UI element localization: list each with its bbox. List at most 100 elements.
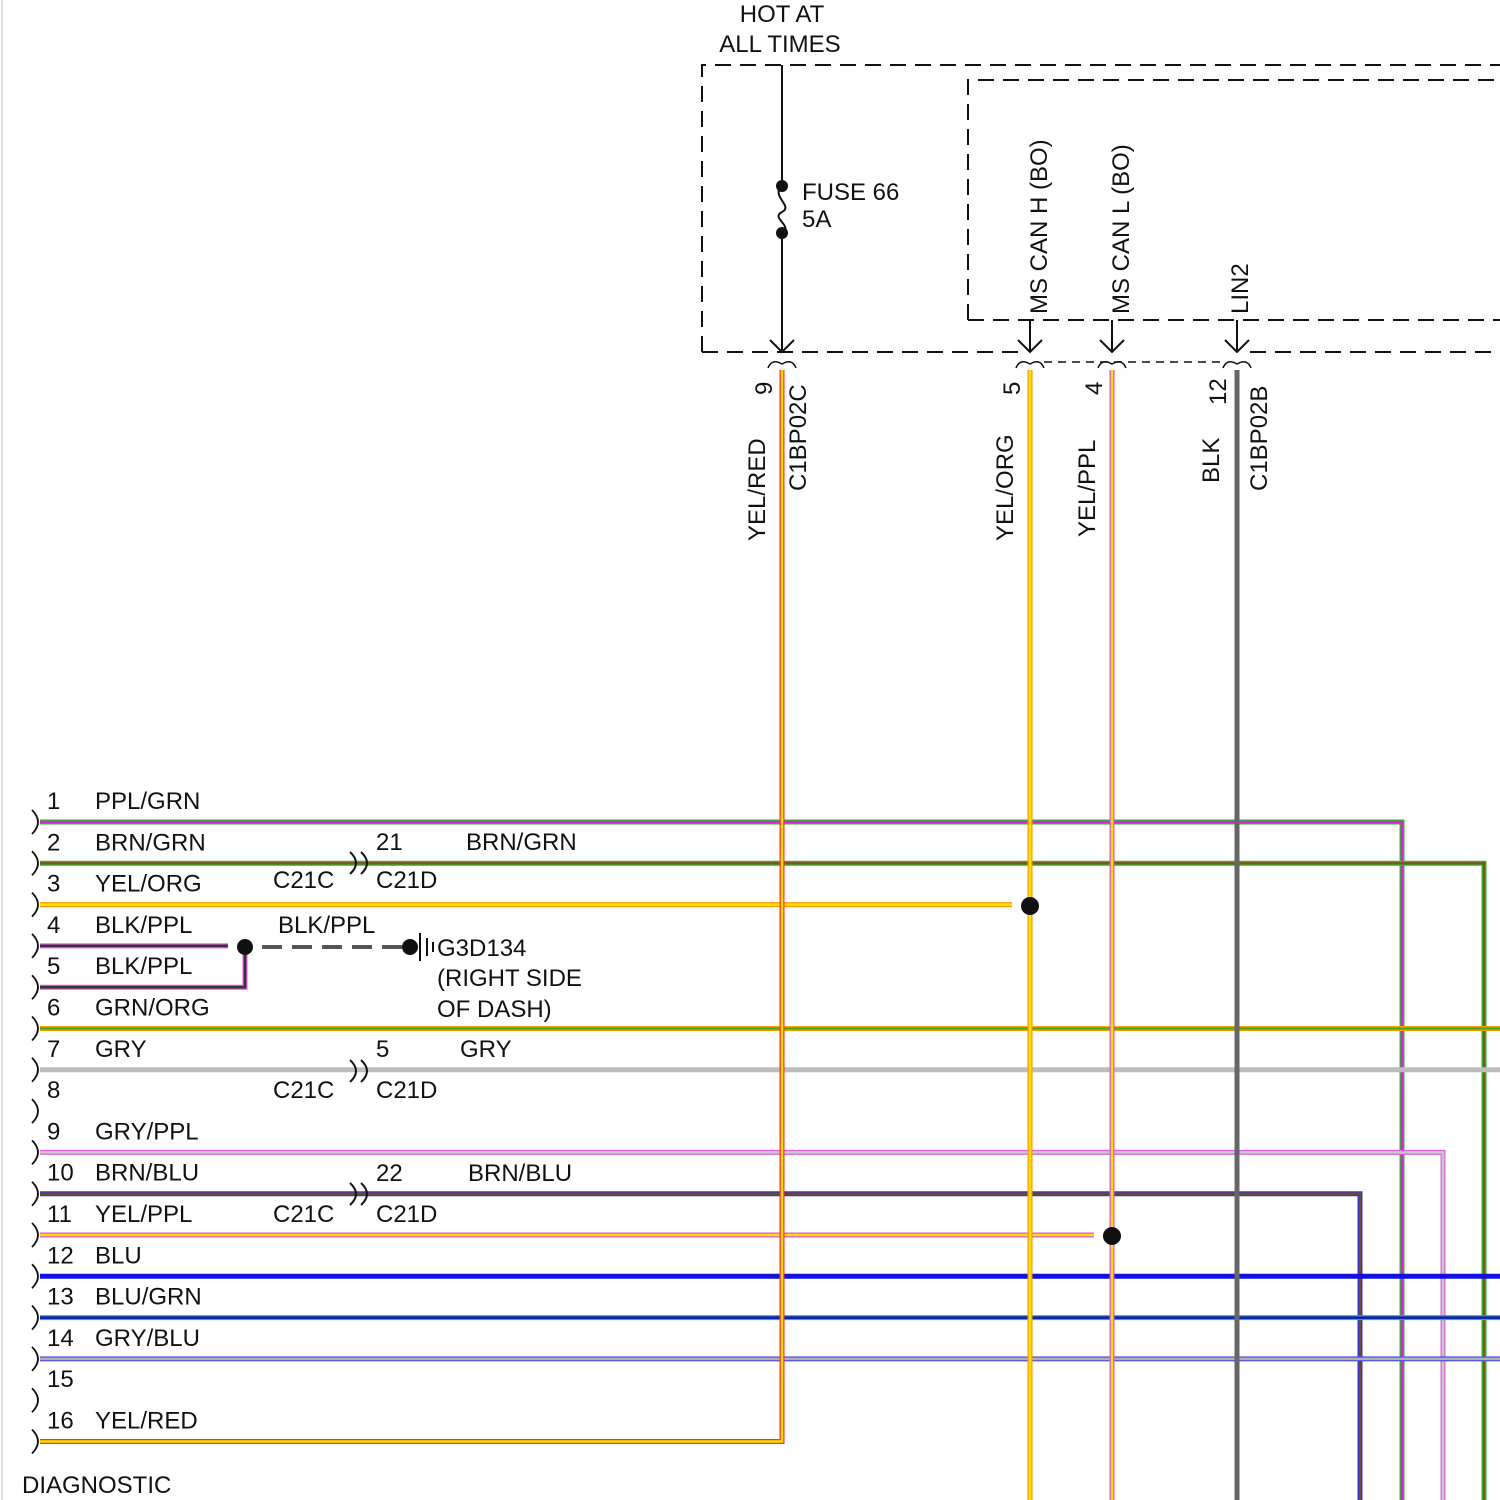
dlc-pin-number: 7 [47, 1036, 60, 1063]
pin-5-arrow-icon [1018, 320, 1042, 352]
dlc-pin-number: 3 [47, 871, 60, 898]
dlc-pin-color: YEL/ORG [95, 871, 202, 898]
module-pin-number: 4 [1081, 382, 1108, 395]
dlc-cavity-icon [32, 1223, 38, 1247]
inline-left-22: C21C [273, 1201, 334, 1228]
inline-right-5: C21D [376, 1077, 437, 1104]
dlc-cavity-icon [32, 893, 38, 917]
inline-left-5: C21C [273, 1077, 334, 1104]
inline-label-22: BRN/BLU [468, 1160, 572, 1187]
dlc-pin-color: GRY [95, 1036, 147, 1063]
wire-pin-10 [40, 1194, 1360, 1500]
module-wire-color: BLK [1198, 438, 1225, 483]
dlc-cavity-icon [32, 851, 38, 875]
fuse-rating: 5A [802, 206, 831, 233]
dlc-pin-color: BLK/PPL [95, 912, 192, 939]
ground-icon [420, 933, 433, 961]
dlc-pin-number: 5 [47, 953, 60, 980]
dlc-pin-color: BRN/GRN [95, 829, 206, 856]
module-pin-number: 9 [751, 382, 778, 395]
ground-circuit: BLK/PPL G3D134 (RIGHT SIDE OF DASH) [237, 912, 582, 1023]
dlc-cavity-icon [32, 1430, 38, 1454]
dlc-pin-color: PPL/GRN [95, 788, 200, 815]
dlc-pin-number: 1 [47, 788, 60, 815]
inline-left-21: C21C [273, 867, 334, 894]
module-wire-color: YEL/ORG [992, 434, 1019, 541]
wire-pin-9 [40, 1152, 1443, 1500]
inline-pin-5: 5 [376, 1036, 389, 1063]
pin-12-arrow-icon [1225, 320, 1249, 352]
dlc-pin-color: YEL/RED [95, 1408, 198, 1435]
dlc-pin-number: 13 [47, 1284, 74, 1311]
dlc-pin-number: 11 [47, 1201, 72, 1228]
ground-splice [237, 939, 253, 955]
module-pin-lin: LIN2 [1227, 263, 1254, 314]
dlc-cavity-icon [32, 1017, 38, 1041]
ground-terminal [402, 939, 418, 955]
dlc-cavity-icon [32, 810, 38, 834]
dlc-cavity-icon [32, 1388, 38, 1412]
dlc-pin-number: 15 [47, 1366, 74, 1393]
dlc-pin-number: 12 [47, 1242, 74, 1269]
dlc-cavity-icon [32, 934, 38, 958]
module-pin-can-l: MS CAN L (BO) [1108, 144, 1135, 314]
dlc-pin-number: 16 [47, 1408, 74, 1435]
dlc-pin-number: 10 [47, 1160, 74, 1187]
module-connector-name: C1BP02B [1246, 386, 1273, 491]
wire-pin-2 [40, 863, 1484, 1500]
dlc-pin-number: 14 [47, 1325, 74, 1352]
module-pin-stubs [1018, 320, 1249, 352]
splice-can-l [1103, 1227, 1121, 1245]
dlc-cavity-icon [32, 975, 38, 999]
dlc-cavity-icon [32, 1264, 38, 1288]
ground-id: G3D134 [437, 935, 526, 962]
module-connector-marks [768, 362, 1251, 368]
ground-wire-label: BLK/PPL [278, 912, 375, 939]
module-pin-can-h: MS CAN H (BO) [1026, 139, 1053, 314]
hot-at-label-line2: ALL TIMES [719, 31, 840, 58]
dlc-cavity-icon [32, 1347, 38, 1371]
inline-right-21: C21D [376, 867, 437, 894]
dlc-pin-number: 9 [47, 1118, 60, 1145]
dlc-cavity-icon [32, 1140, 38, 1164]
module-wires [1030, 370, 1237, 1500]
connector-name: DIAGNOSTIC [22, 1472, 171, 1499]
dlc-pin-number: 4 [47, 912, 60, 939]
dlc-pin-color: YEL/PPL [95, 1201, 192, 1228]
module-pin-number: 5 [999, 382, 1026, 395]
dlc-pin-color: GRY/BLU [95, 1325, 200, 1352]
module-connector-name: C1BP02C [785, 384, 812, 491]
dlc-pin-color: BLU [95, 1242, 142, 1269]
fuse-icon [779, 186, 786, 233]
pin-4-arrow-icon [1100, 320, 1124, 352]
inline-label-21: BRN/GRN [466, 829, 577, 856]
dlc-pin-number: 6 [47, 995, 60, 1022]
dlc-pin-number: 8 [47, 1077, 60, 1104]
fuse-name: FUSE 66 [802, 179, 899, 206]
dlc-pin-color: BLU/GRN [95, 1284, 202, 1311]
dlc-cavity-icon [32, 1306, 38, 1330]
dlc-pin-color: GRY/PPL [95, 1118, 199, 1145]
module-wire-color: YEL/RED [744, 438, 771, 541]
inline-pin-21: 21 [376, 829, 403, 856]
inline-label-5: GRY [460, 1036, 512, 1063]
ground-location-line1: (RIGHT SIDE [437, 965, 582, 992]
dlc-cavity-icon [32, 1099, 38, 1123]
splice-can-h [1021, 897, 1039, 915]
module-pin-number: 12 [1205, 378, 1232, 405]
dlc-cavity-icon [32, 1182, 38, 1206]
inline-right-22: C21D [376, 1201, 437, 1228]
inline-pin-22: 22 [376, 1160, 403, 1187]
dlc-pin-color: GRN/ORG [95, 995, 210, 1022]
dlc-pin-number: 2 [47, 829, 60, 856]
hot-at-label-line1: HOT AT [740, 1, 825, 28]
dlc-pin-color: BLK/PPL [95, 953, 192, 980]
wire-pin-1 [40, 822, 1402, 1500]
ground-location-line2: OF DASH) [437, 996, 552, 1023]
dlc-pin-color: BRN/BLU [95, 1160, 199, 1187]
dlc-cavity-icon [32, 1058, 38, 1082]
module-wire-color: YEL/PPL [1074, 440, 1101, 537]
